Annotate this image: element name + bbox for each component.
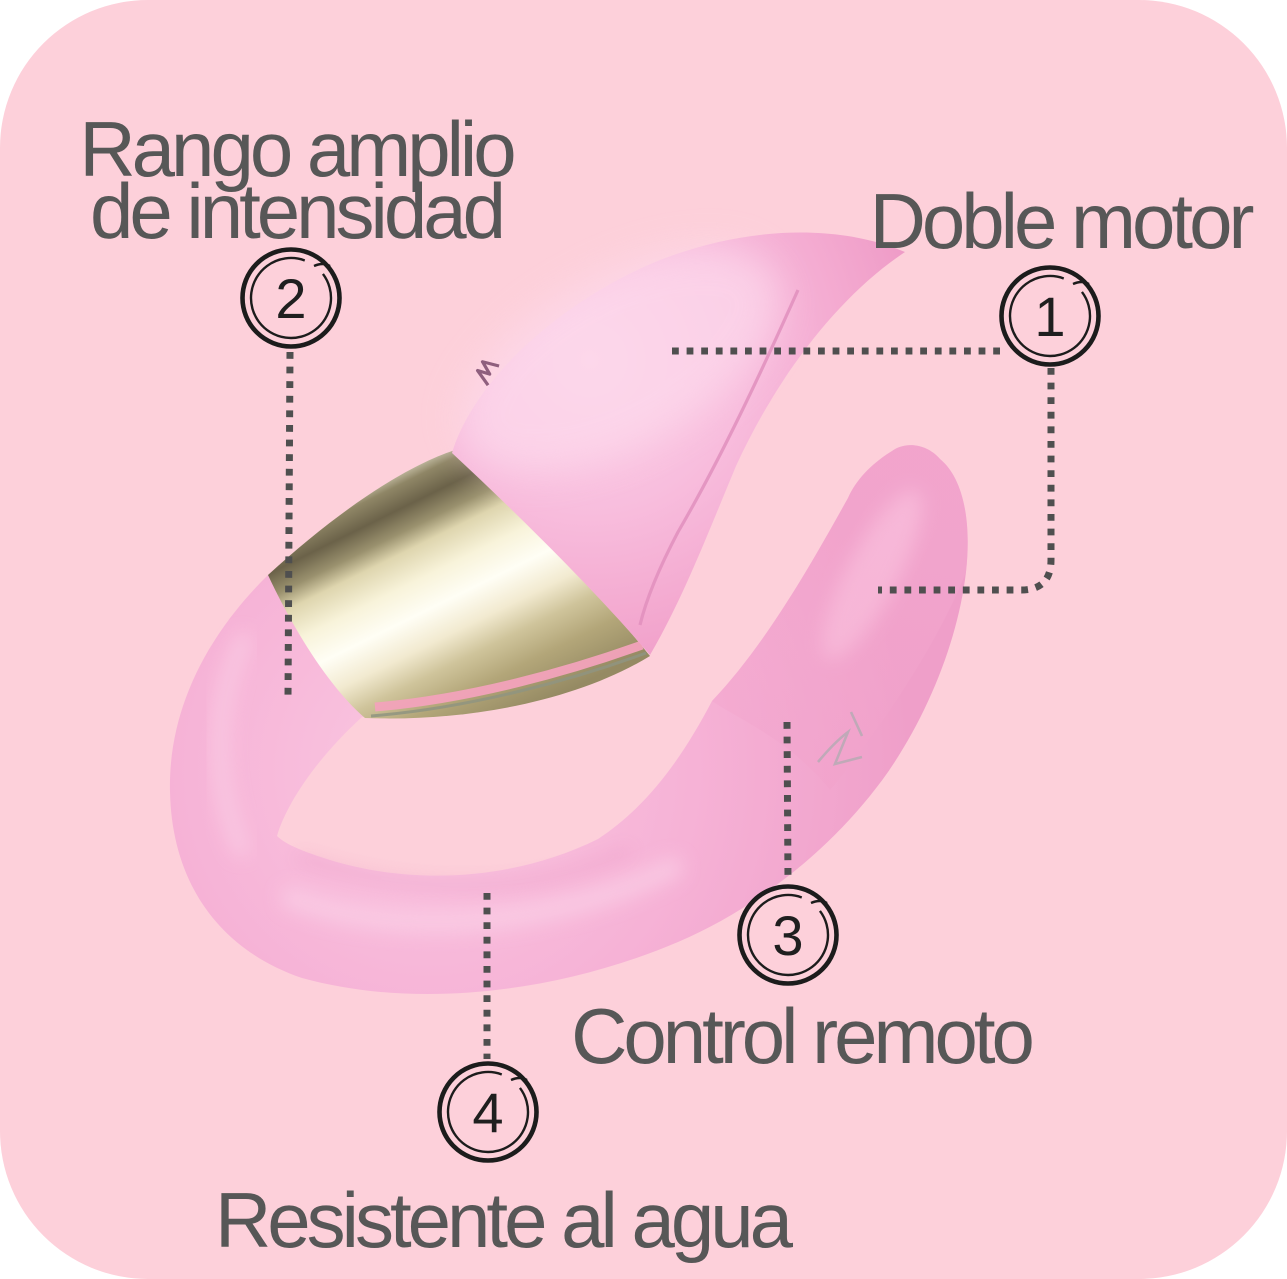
label-intensity-line2: de intensidad xyxy=(89,167,506,255)
callout-number-3: 3 xyxy=(772,904,803,967)
head-crease xyxy=(638,289,800,626)
arm-highlight-bottom xyxy=(281,857,683,934)
callout-number-4: 4 xyxy=(472,1081,503,1144)
connector-dual-motor-elbow xyxy=(878,368,1055,594)
gold-pink-stripe xyxy=(374,640,644,712)
connectors xyxy=(284,347,1055,1059)
background-squiggle xyxy=(817,711,864,766)
head-highlight xyxy=(460,248,780,472)
callout-number-2: 2 xyxy=(275,267,306,330)
callout-marker-4: 4 xyxy=(437,1061,539,1163)
callout-marker-1: 1 xyxy=(999,265,1101,367)
label-intensity: Rango amplio de intensidad xyxy=(79,110,516,250)
callout-marker-2: 2 xyxy=(240,247,342,349)
product-arm xyxy=(169,445,968,995)
brand-logo-mark xyxy=(475,360,500,387)
arm-highlight-left xyxy=(211,633,252,857)
label-intensity-line1: Rango amplio xyxy=(79,105,516,193)
connector-intensity xyxy=(284,351,294,698)
connector-remote xyxy=(783,721,792,881)
callout-marker-3: 3 xyxy=(737,884,839,986)
label-remote: Control remoto xyxy=(571,992,1035,1080)
product xyxy=(169,232,968,995)
label-waterproof: Resistente al agua xyxy=(214,1176,793,1264)
gold-olive-stripe xyxy=(370,651,647,718)
finger-overlay xyxy=(712,445,968,790)
label-dual-motor: Doble motor xyxy=(869,177,1255,265)
callout-number-1: 1 xyxy=(1034,285,1065,348)
gold-band xyxy=(268,450,650,719)
arm-shade-inner xyxy=(296,846,632,889)
